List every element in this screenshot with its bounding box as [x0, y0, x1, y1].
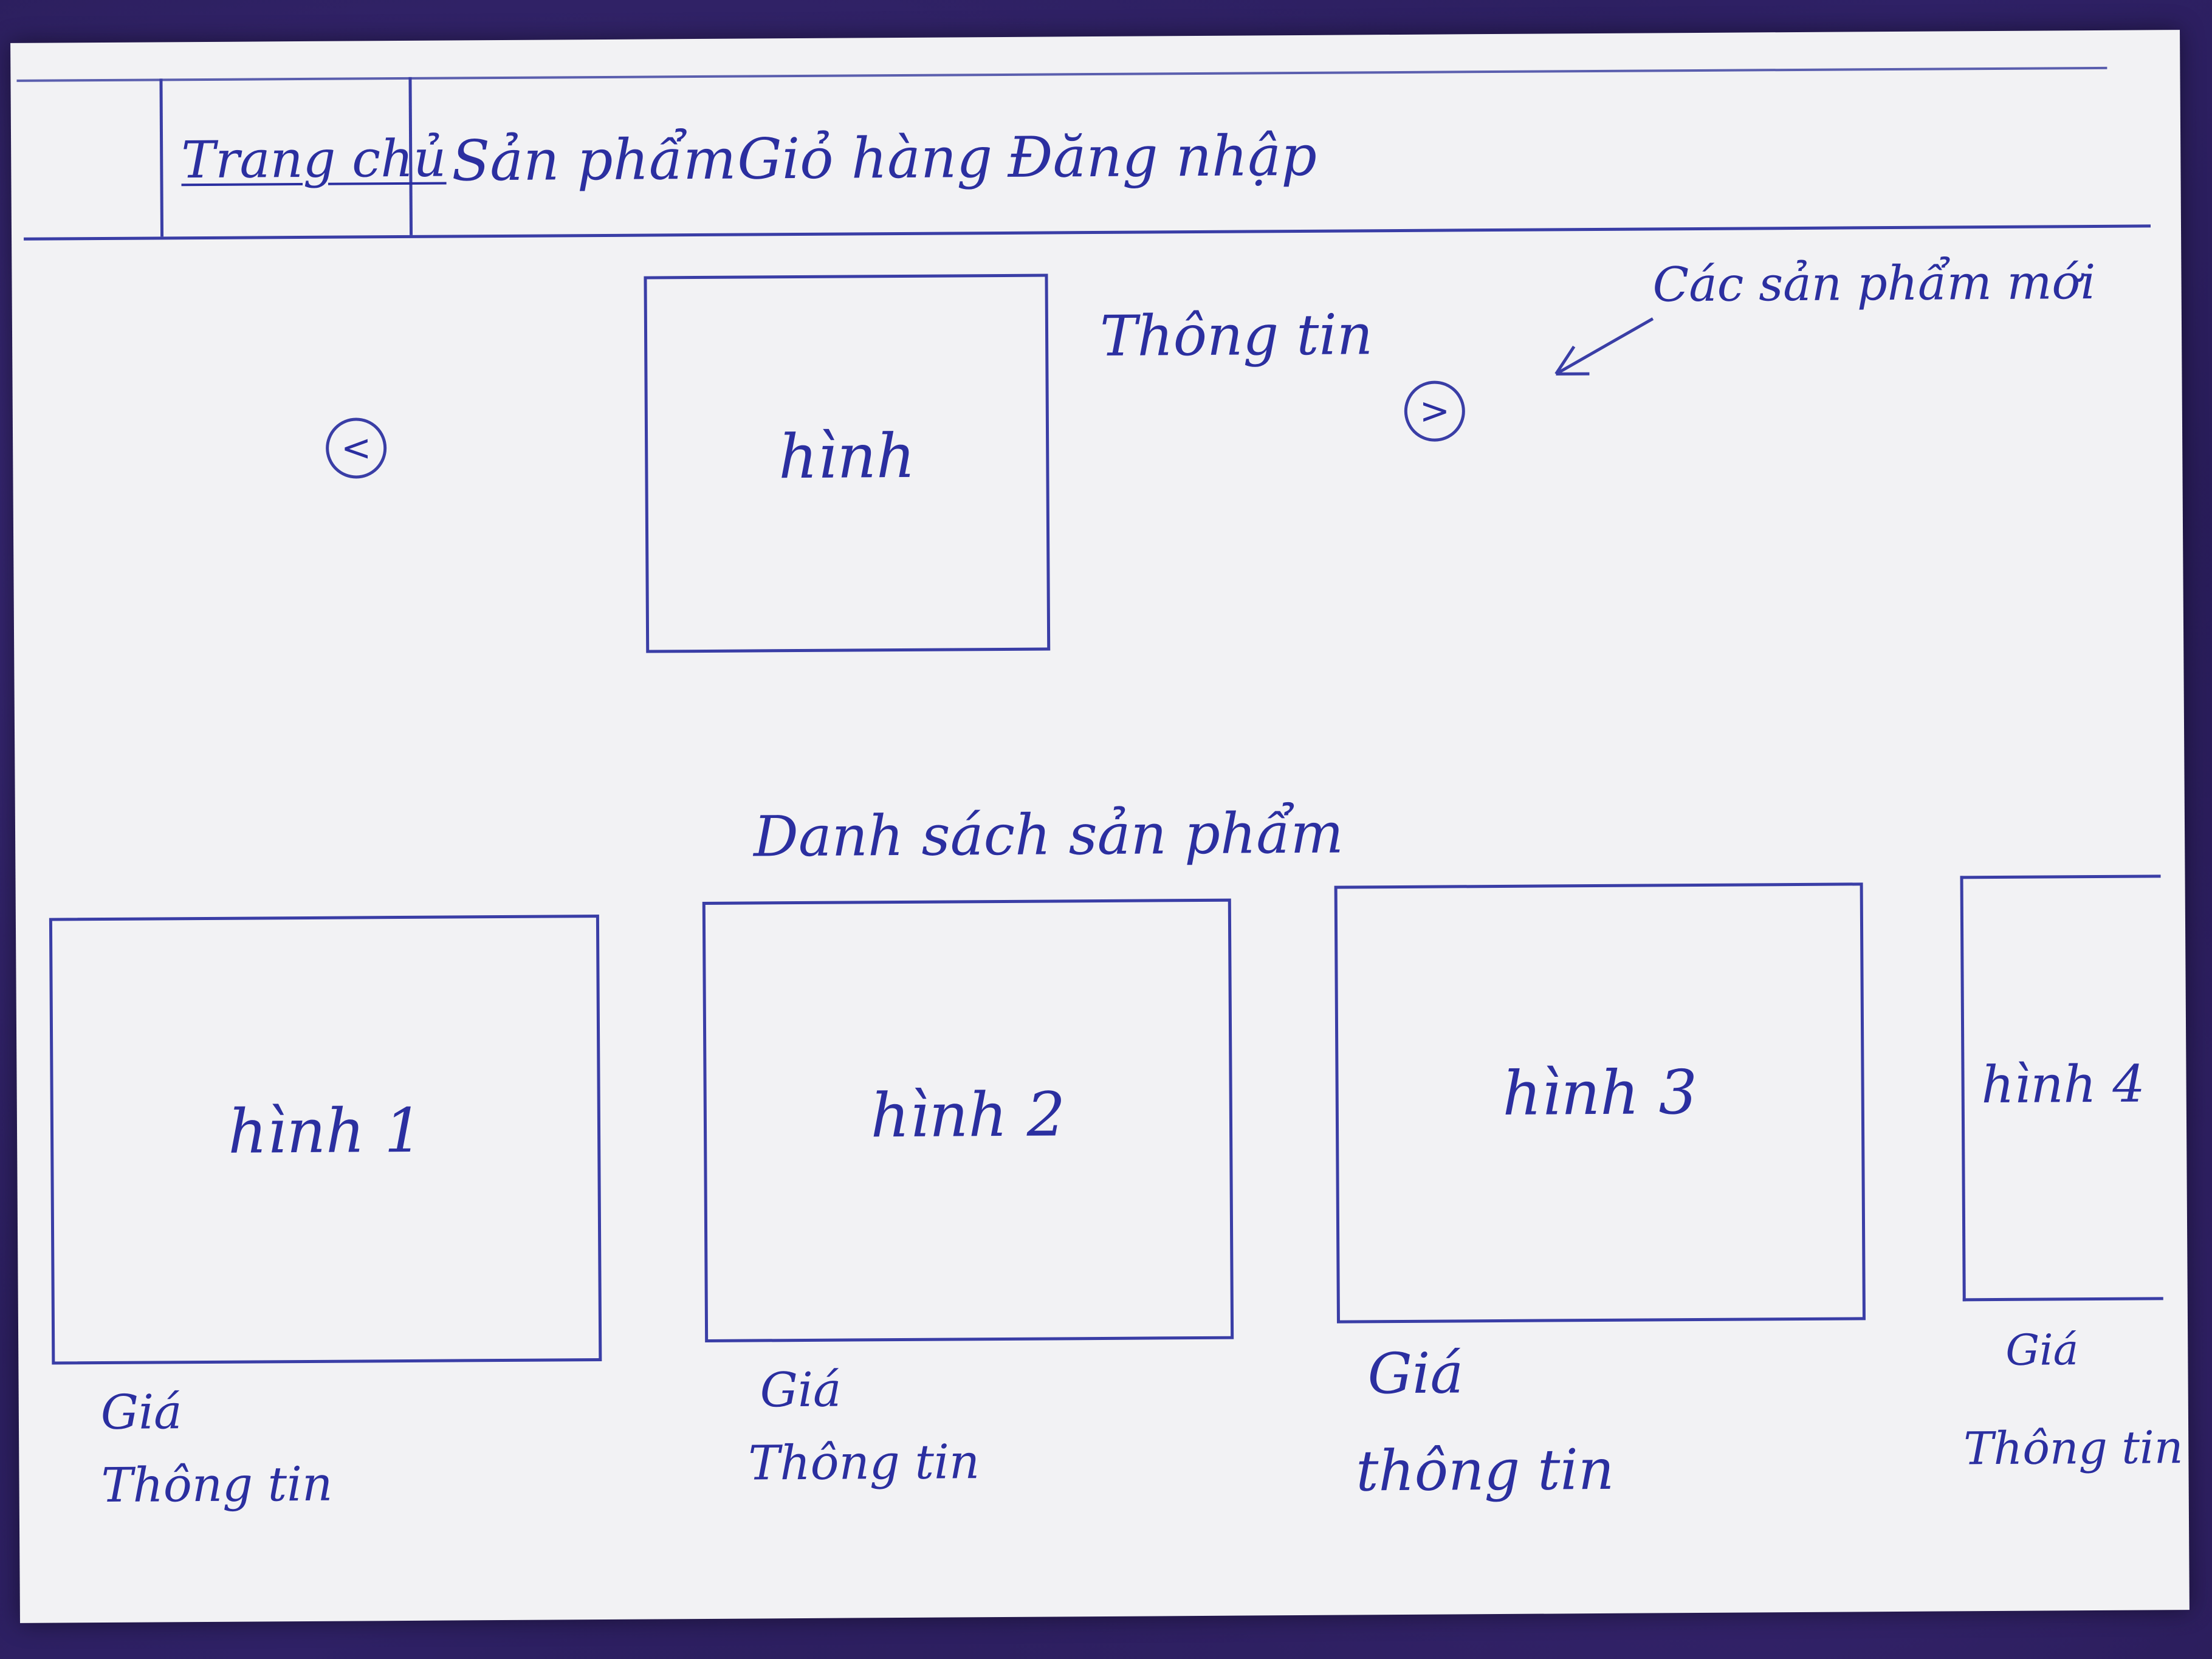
chevron-left-icon[interactable]: <	[325, 417, 387, 479]
chevron-right-icon[interactable]: >	[1404, 380, 1466, 442]
new-products-annotation: Các sản phẩm mới	[1652, 255, 2096, 313]
product-card-image-2[interactable]: hình 2	[702, 898, 1234, 1342]
product-info-2: Thông tin	[748, 1435, 980, 1491]
product-card-image-1[interactable]: hình 1	[49, 915, 602, 1365]
nav-item-login[interactable]: Đăng nhập	[1007, 123, 1317, 190]
nav-item-products[interactable]: Sản phẩm	[451, 126, 737, 194]
product-price-1: Giá	[100, 1385, 182, 1441]
product-price-2: Giá	[760, 1362, 842, 1418]
product-card-image-4[interactable]: hình 4	[1960, 874, 2163, 1302]
nav-bottom-border	[24, 224, 2151, 241]
product-price-3: Giá	[1367, 1341, 1464, 1407]
product-image-label-3: hình 3	[1502, 1057, 1698, 1129]
nav-top-border	[16, 66, 2107, 82]
product-card-image-3[interactable]: hình 3	[1334, 882, 1866, 1324]
product-price-4: Giá	[2005, 1325, 2079, 1375]
product-info-1: Thông tin	[101, 1457, 333, 1514]
product-list-title: Danh sách sản phẩm	[753, 800, 1344, 870]
product-info-3: thông tin	[1356, 1437, 1615, 1504]
nav-divider-left	[159, 78, 164, 237]
product-image-label-1: hình 1	[227, 1094, 424, 1167]
wireframe-sheet: Trang chủ Sản phẩm Giỏ hàng Đăng nhập < …	[10, 30, 2190, 1623]
featured-image-label: hình	[778, 420, 916, 493]
product-info-4: Thông tin	[1963, 1421, 2183, 1475]
nav-item-home[interactable]: Trang chủ	[180, 128, 447, 190]
product-image-label-2: hình 2	[870, 1079, 1066, 1152]
nav-item-cart[interactable]: Giỏ hàng	[737, 125, 993, 192]
featured-product-image[interactable]: hình	[644, 273, 1051, 653]
product-image-label-4: hình 4	[1981, 1054, 2146, 1115]
featured-product-info: Thông tin	[1099, 302, 1373, 369]
annotation-arrow-icon	[1554, 317, 1654, 376]
